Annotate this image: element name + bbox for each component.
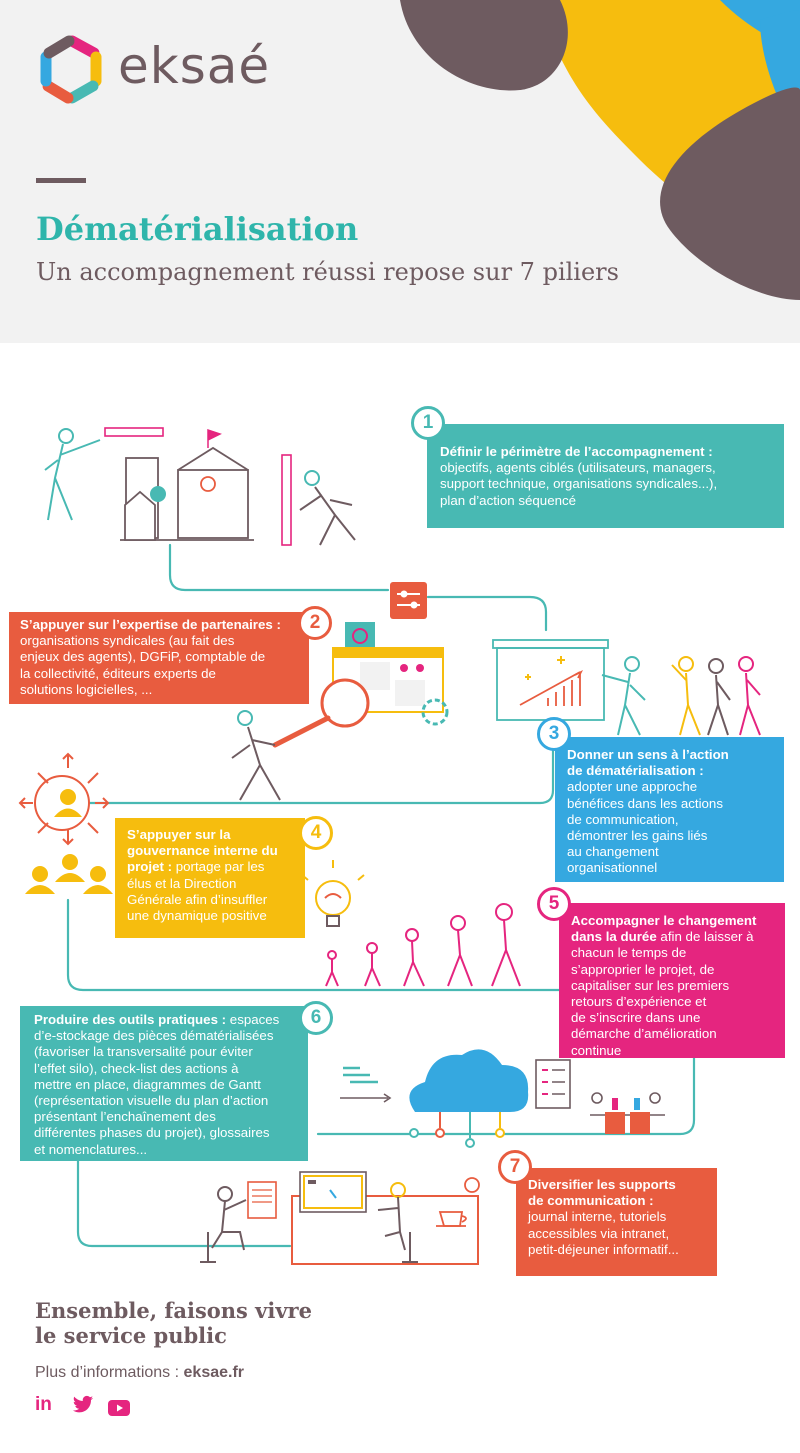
pillar-7-heading-2: de communication : bbox=[528, 1193, 654, 1209]
pillar-2-line-4: solutions logicielles, ... bbox=[20, 681, 153, 697]
pillar-7-heading-1: Diversifier les supports bbox=[528, 1177, 676, 1192]
pillar-6-number: 6 bbox=[299, 1001, 333, 1035]
pillar-6-line-4: mettre en place, diagrammes de Gantt bbox=[34, 1076, 261, 1092]
youtube-icon[interactable] bbox=[108, 1397, 130, 1419]
pillar-4-heading-3: projet : bbox=[127, 859, 173, 875]
pillar-2-line-2: enjeux des agents), DGFiP, comptable de bbox=[20, 649, 266, 665]
pillar-6-line-3: l’effet silo), check-list des actions à bbox=[34, 1060, 239, 1076]
pillar-5-line-0: afin de laisser à bbox=[656, 929, 754, 945]
title-rule bbox=[36, 178, 86, 183]
pillar-3-heading-2: de dématérialisation : bbox=[567, 763, 704, 779]
pillar-2-box: S’appuyer sur l’expertise de partenaires… bbox=[9, 612, 309, 704]
footer-info: Plus d’informations : eksae.fr bbox=[35, 1362, 244, 1384]
pillar-2-heading: S’appuyer sur l’expertise de partenaires… bbox=[20, 617, 281, 632]
pillar-6-line-1: d’e-stockage des pièces dématérialisées bbox=[34, 1028, 274, 1044]
pillar-7-line-3: petit-déjeuner informatif... bbox=[528, 1241, 679, 1257]
footer-title-line-2: le service public bbox=[35, 1323, 227, 1348]
pillar-4-heading-2: gouvernance interne du bbox=[127, 843, 278, 859]
pillar-5-line-7: continue bbox=[571, 1042, 622, 1058]
pillar-6-heading: Produire des outils pratiques : bbox=[34, 1012, 227, 1027]
brand-logo-icon bbox=[40, 35, 102, 104]
pillar-5-line-3: capitaliser sur les premiers bbox=[571, 977, 730, 993]
linkedin-icon-label: in bbox=[35, 1394, 52, 1415]
linkedin-icon[interactable]: in bbox=[35, 1394, 57, 1416]
pillar-7-line-2: accessibles via intranet, bbox=[528, 1225, 670, 1241]
brand-name: eksaé bbox=[118, 37, 271, 95]
pillar-1-line-1: objectifs, agents ciblés (utilisateurs, … bbox=[440, 460, 716, 476]
pillar-1-line-2: support technique, organisations syndica… bbox=[440, 476, 718, 492]
pillar-3-line-3: de communication, bbox=[567, 811, 679, 827]
pillar-3-line-2: bénéfices dans les actions bbox=[567, 795, 723, 811]
twitter-icon[interactable] bbox=[72, 1394, 94, 1416]
pillar-3-line-6: organisationnel bbox=[567, 860, 658, 876]
pillar-5-line-2: s’approprier le projet, de bbox=[571, 961, 715, 977]
pillar-6-box: Produire des outils pratiques : espaces … bbox=[20, 1006, 308, 1161]
pillar-3-line-1: adopter une approche bbox=[567, 779, 698, 795]
pillar-1-line-3: plan d’action séquencé bbox=[440, 492, 577, 508]
pillar-3-box: Donner un sens à l’action de dématériali… bbox=[555, 737, 784, 882]
footer-info-label: Plus d’informations : bbox=[35, 1364, 184, 1381]
pillar-4-line-3: une dynamique positive bbox=[127, 908, 267, 924]
pillar-6-line-6: présentant l’enchaînement des bbox=[34, 1109, 216, 1125]
header: eksaé Dématérialisation Un accompagnemen… bbox=[0, 0, 800, 343]
pillar-2-line-3: la collectivité, éditeurs experts de bbox=[20, 665, 216, 681]
pillar-4-line-0: portage par les bbox=[172, 859, 265, 875]
pillar-4-line-2: Générale afin d’insuffler bbox=[127, 891, 268, 907]
pillar-7-box: Diversifier les supports de communicatio… bbox=[516, 1168, 717, 1276]
pillar-4-number: 4 bbox=[299, 816, 333, 850]
page-subtitle: Un accompagnement réussi repose sur 7 pi… bbox=[36, 258, 619, 286]
pillar-5-line-4: retours d’expérience et bbox=[571, 994, 707, 1010]
pillar-6-line-5: (représentation visuelle du plan d’actio… bbox=[34, 1093, 269, 1109]
pillar-6-line-2: (favoriser la transversalité pour éviter bbox=[34, 1044, 253, 1060]
pillar-3-line-4: démontrer les gains liés bbox=[567, 828, 708, 844]
pillar-2-line-1: organisations syndicales (au fait des bbox=[20, 633, 235, 649]
pillar-7-line-1: journal interne, tutoriels bbox=[528, 1209, 667, 1225]
pillar-4-line-1: élus et la Direction bbox=[127, 875, 237, 891]
pillar-5-line-6: démarche d’amélioration bbox=[571, 1026, 717, 1042]
pillar-5-box: Accompagner le changement dans la durée … bbox=[559, 903, 785, 1058]
pillar-3-line-5: au changement bbox=[567, 844, 659, 860]
website-link[interactable]: eksae.fr bbox=[183, 1364, 245, 1381]
page-title: Dématérialisation bbox=[36, 210, 359, 248]
pillar-6-line-0: espaces bbox=[226, 1012, 280, 1027]
pillar-2-number: 2 bbox=[298, 606, 332, 640]
pillar-1-box: Définir le périmètre de l’accompagnement… bbox=[427, 424, 784, 528]
pillar-7-number: 7 bbox=[498, 1150, 532, 1184]
pillar-5-line-1: chacun le temps de bbox=[571, 945, 687, 961]
pillar-5-heading-2: dans la durée bbox=[571, 929, 657, 945]
pillar-4-box: S’appuyer sur la gouvernance interne du … bbox=[115, 818, 305, 938]
pillar-5-number: 5 bbox=[537, 887, 571, 921]
pillar-3-number: 3 bbox=[537, 717, 571, 751]
pillar-5-line-5: de s’inscrire dans une bbox=[571, 1010, 701, 1026]
pillar-5-heading-1: Accompagner le changement bbox=[571, 913, 757, 928]
footer-title-line-1: Ensemble, faisons vivre bbox=[35, 1298, 312, 1323]
pillar-6-line-8: et nomenclatures... bbox=[34, 1141, 148, 1157]
pillar-6-line-7: différentes phases du projet), glossaire… bbox=[34, 1125, 270, 1141]
pillar-4-heading-1: S’appuyer sur la bbox=[127, 827, 231, 842]
pillars-illustration bbox=[18, 427, 761, 1265]
footer-title: Ensemble, faisons vivre le service publi… bbox=[35, 1298, 415, 1348]
pillar-1-heading: Définir le périmètre de l’accompagnement… bbox=[440, 444, 713, 459]
pillar-3-heading-1: Donner un sens à l’action bbox=[567, 747, 729, 762]
header-decoration bbox=[400, 0, 800, 300]
pillar-1-number: 1 bbox=[411, 406, 445, 440]
